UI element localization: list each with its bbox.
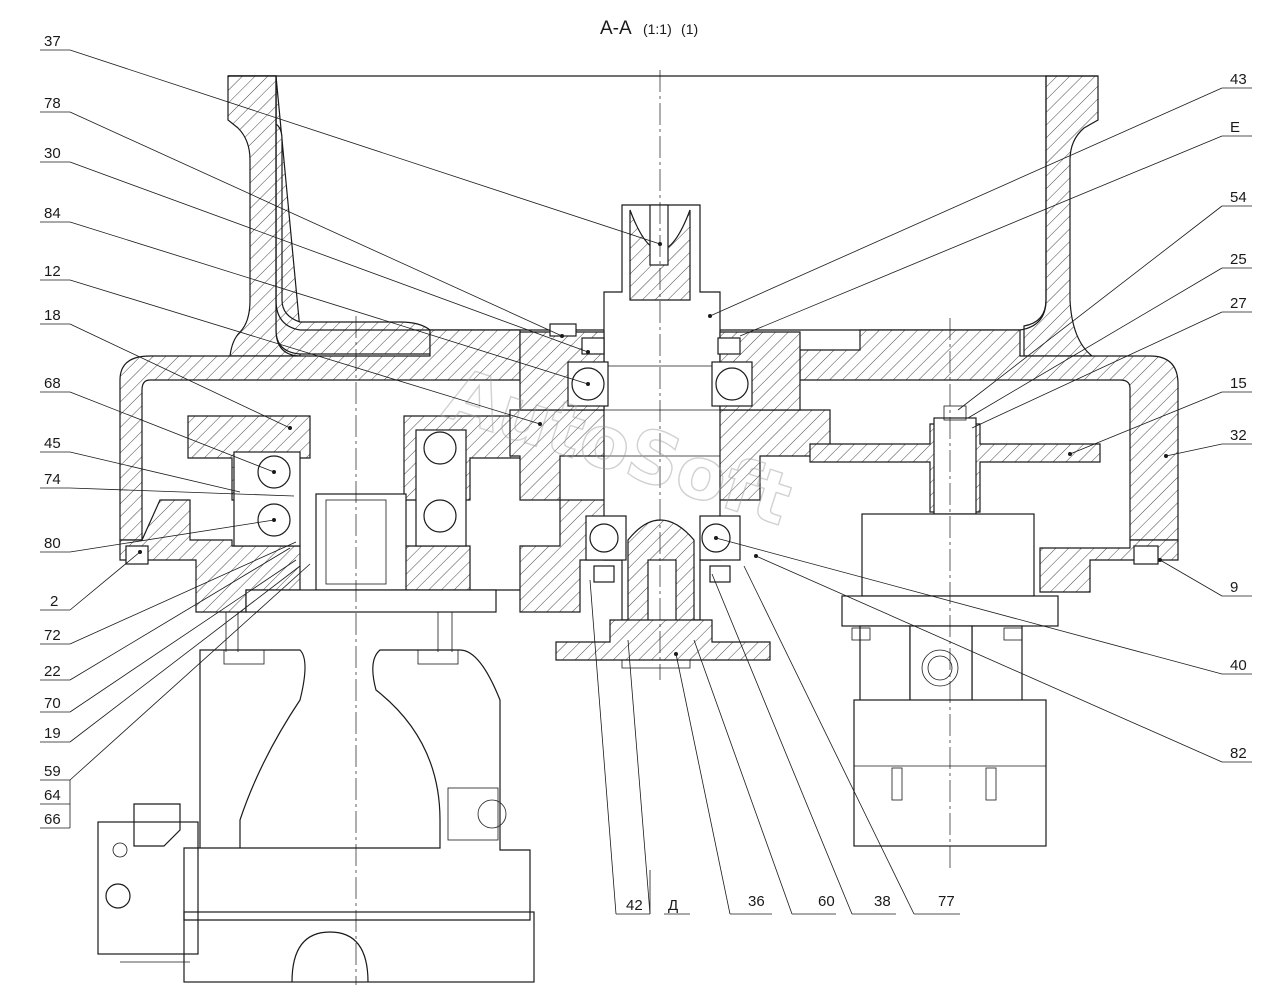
callout-36: 36 <box>748 893 765 910</box>
callout-22: 22 <box>44 663 61 680</box>
seal-upper-left <box>581 337 605 355</box>
section-title: А-А (1:1) (1) <box>600 18 698 39</box>
callout-54: 54 <box>1230 189 1247 206</box>
callout-38: 38 <box>874 893 891 910</box>
callout-19: 19 <box>44 725 61 742</box>
callout-66: 66 <box>44 811 61 828</box>
housing-cup-wall-right <box>1023 75 1099 357</box>
callout-12: 12 <box>44 263 61 280</box>
right-gear-pin <box>933 417 977 515</box>
output-flange <box>555 619 771 661</box>
callout-72: 72 <box>44 627 61 644</box>
section-title-scale: (1:1) <box>643 21 672 37</box>
callout-77: 77 <box>938 893 955 910</box>
callout-60: 60 <box>818 893 835 910</box>
callout-59: 59 <box>44 763 61 780</box>
callout-30: 30 <box>44 145 61 162</box>
bearing-lower-center <box>585 515 741 561</box>
callout-43: 43 <box>1230 71 1247 88</box>
leader-lines <box>40 49 1252 915</box>
seal-lower-right <box>709 565 731 583</box>
left-motor <box>97 589 535 983</box>
callout-74: 74 <box>44 471 61 488</box>
callout-42: 42 <box>626 897 643 914</box>
callout-70: 70 <box>44 695 61 712</box>
callout-15: 15 <box>1230 375 1247 392</box>
callout-80: 80 <box>44 535 61 552</box>
callout-2: 2 <box>50 593 58 610</box>
bearing-upper-right <box>711 361 753 407</box>
right-actuator-top <box>861 513 1035 597</box>
callout-64: 64 <box>44 787 61 804</box>
bearing-left-pair <box>233 429 467 547</box>
left-inner-sleeve <box>315 493 407 591</box>
bolt-top-center <box>549 323 577 337</box>
callout-40: 40 <box>1230 657 1247 674</box>
callout-37: 37 <box>44 33 61 50</box>
callout-27: 27 <box>1230 295 1247 312</box>
callout-D: Д <box>668 897 678 914</box>
seal-upper-right <box>717 337 741 355</box>
callout-84: 84 <box>44 205 61 222</box>
housing-cup-left <box>228 75 431 355</box>
seal-lower-left <box>593 565 615 583</box>
callout-68: 68 <box>44 375 61 392</box>
callouts-left: 37 78 30 84 12 18 68 45 74 80 2 72 22 70… <box>44 33 61 828</box>
section-title-main: А-А <box>600 18 632 39</box>
callout-82: 82 <box>1230 745 1247 762</box>
bolt-right <box>1133 545 1159 565</box>
callout-32: 32 <box>1230 427 1247 444</box>
callout-9: 9 <box>1230 579 1238 596</box>
section-title-sheet: (1) <box>681 21 698 37</box>
callout-E: Е <box>1230 119 1240 136</box>
callout-18: 18 <box>44 307 61 324</box>
centerlines <box>355 70 951 985</box>
callout-78: 78 <box>44 95 61 112</box>
callout-45: 45 <box>44 435 61 452</box>
callouts-bottom: 42 Д 36 60 38 77 <box>626 893 955 914</box>
left-motor-body <box>183 649 531 921</box>
callouts-right: 43 Е 54 25 27 15 32 9 40 82 <box>1230 71 1247 762</box>
bearings <box>125 323 1159 591</box>
callout-25: 25 <box>1230 251 1247 268</box>
